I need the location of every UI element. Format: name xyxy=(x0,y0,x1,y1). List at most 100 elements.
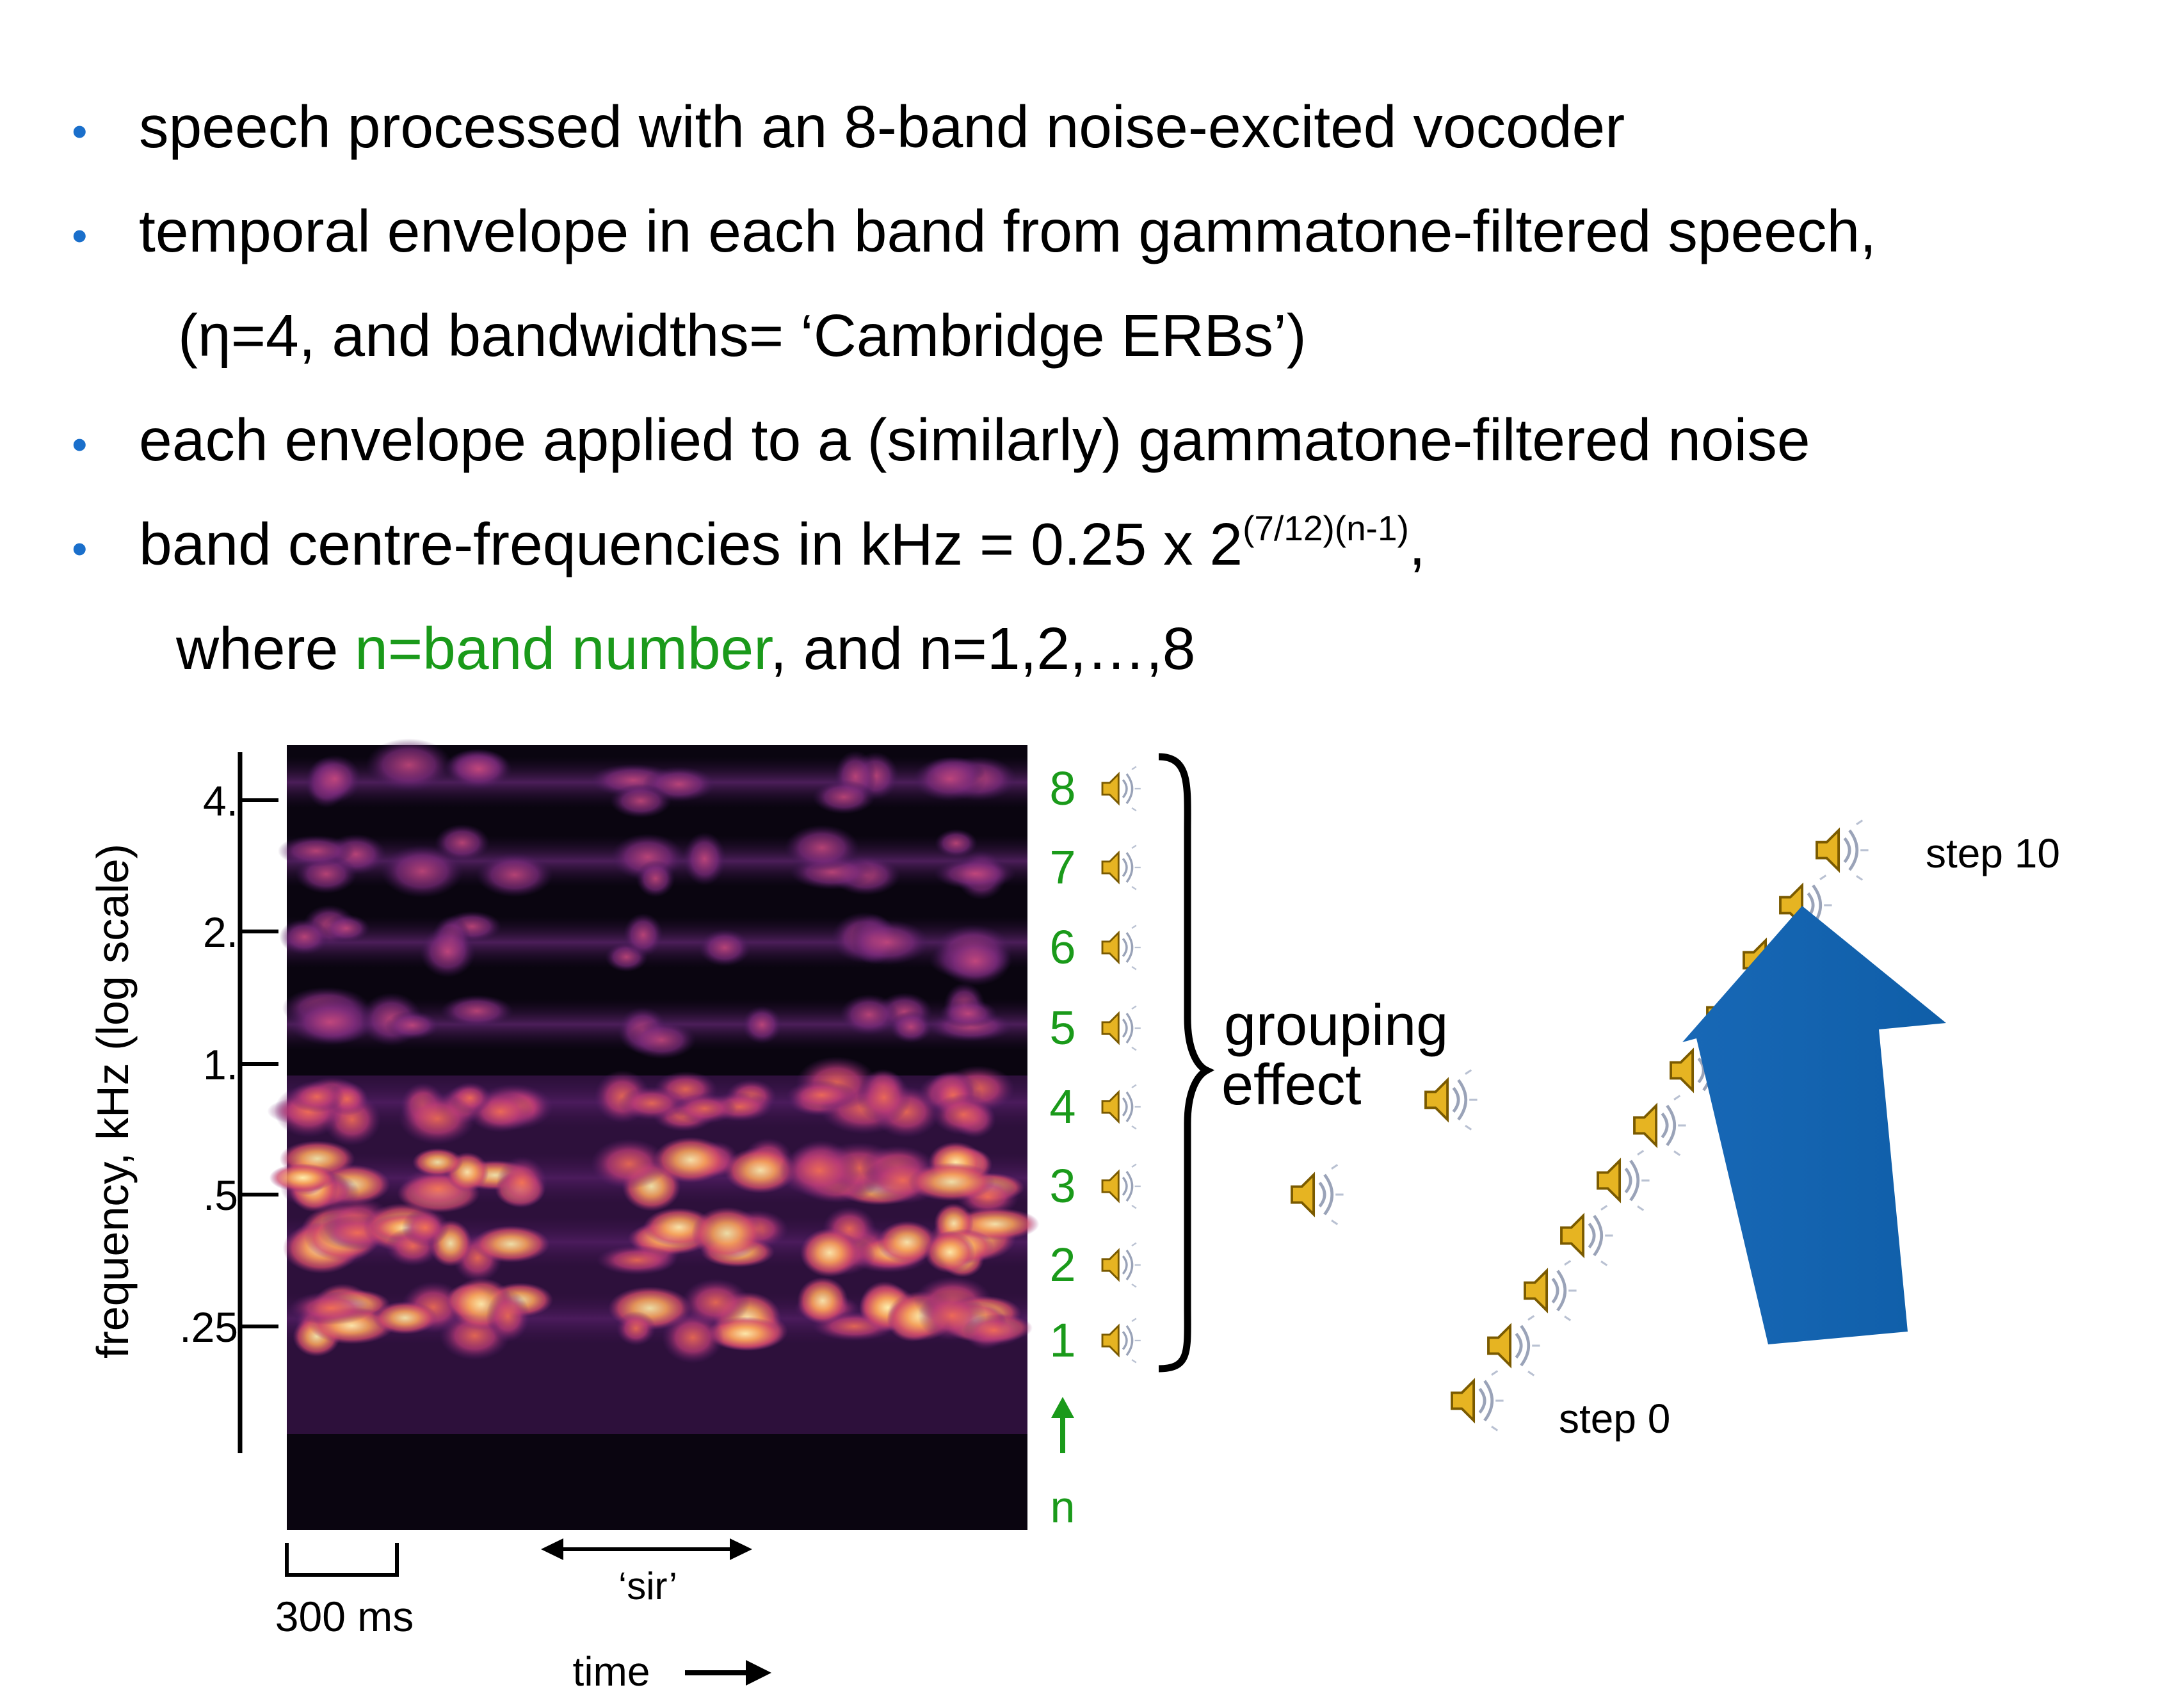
spectrogram-energy-blob xyxy=(673,1093,737,1124)
spectrogram-energy-blob xyxy=(616,1310,656,1346)
spectrogram-energy-blob xyxy=(398,1092,476,1145)
spectrogram-energy-blob xyxy=(940,936,1011,986)
spectrogram-energy-blob xyxy=(373,1301,438,1335)
spectrogram-energy-blob xyxy=(419,925,476,978)
spectrogram-energy-blob xyxy=(682,1278,750,1326)
spectrogram-energy-blob xyxy=(786,1080,857,1110)
spectrogram-energy-blob xyxy=(279,919,330,955)
band-number: 2 xyxy=(1049,1238,1075,1291)
spectrogram-energy-blob xyxy=(289,1291,373,1325)
bullet-marker: • xyxy=(72,106,88,156)
band-row-6: 6 xyxy=(1049,921,1142,974)
speaker-icon[interactable] xyxy=(1292,1165,1344,1225)
band-number: 6 xyxy=(1049,921,1075,974)
spectrogram-energy-blob xyxy=(472,1225,550,1263)
y-tick-label: 4. xyxy=(203,777,238,825)
band-number: 8 xyxy=(1049,762,1075,815)
word-span-arrow: ‘sir’ xyxy=(541,1538,752,1607)
spectrogram-energy-blob xyxy=(627,1020,697,1059)
band-axis: n xyxy=(1051,1397,1075,1532)
spectrogram-energy-blob xyxy=(797,1277,848,1325)
bullet-text: band centre-frequencies in kHz = 0.25 x … xyxy=(139,511,1426,574)
spectrogram-energy-blob xyxy=(366,738,453,792)
spectrogram-energy-blob xyxy=(385,1011,440,1040)
speaker-icon[interactable] xyxy=(1101,1317,1142,1364)
time-arrow: time xyxy=(573,1648,771,1695)
band-row-5: 5 xyxy=(1049,1001,1142,1054)
progression-arrow xyxy=(1682,906,1946,1344)
spectrogram-energy-blob xyxy=(908,1163,995,1202)
spectrogram-energy-blob xyxy=(812,780,876,814)
spectrogram-energy-blob xyxy=(486,1290,530,1342)
band-number: 5 xyxy=(1049,1001,1075,1054)
bullet-text: each envelope applied to a (similarly) g… xyxy=(139,407,1810,473)
spectrogram-energy-blob xyxy=(938,999,997,1029)
spectrogram-energy-blob xyxy=(623,913,663,957)
spectrogram-energy-blob xyxy=(784,825,860,871)
formula-exponent: (7/12)(n-1) xyxy=(1243,508,1409,548)
speaker-icon[interactable] xyxy=(1101,765,1142,812)
band-row-8: 8 xyxy=(1049,762,1142,815)
speaker-icon[interactable] xyxy=(1101,1004,1142,1052)
step-start-label: step 0 xyxy=(1559,1396,1670,1442)
spectrogram-energy-blob xyxy=(913,756,987,802)
spectrogram-energy-blob xyxy=(308,755,362,803)
word-label: ‘sir’ xyxy=(618,1565,677,1607)
speaker-icon[interactable] xyxy=(1101,1083,1142,1131)
spectrogram-energy-blob xyxy=(935,828,978,858)
bullet-continuation-text: where n=band number, and n=1,2,…,8 xyxy=(176,619,1196,679)
speaker-icon[interactable] xyxy=(1101,924,1142,971)
step-speaker-icon[interactable] xyxy=(1452,1371,1504,1431)
step-speaker-icon[interactable] xyxy=(1634,1096,1686,1156)
spectrogram-energy-blob xyxy=(741,1006,782,1044)
spectrogram-energy-blob xyxy=(636,860,675,898)
formula-text: band centre-frequencies in kHz = 0.25 x … xyxy=(139,511,1243,577)
band-row-4: 4 xyxy=(1049,1080,1142,1133)
effect-word: effect xyxy=(1221,1053,1362,1117)
speaker-icon[interactable] xyxy=(1101,844,1142,891)
spectrogram-energy-blob xyxy=(857,1071,911,1124)
bullet-continuation-text: (η=4, and bandwidths= ‘Cambridge ERBs’) xyxy=(178,302,1307,369)
step-speaker-icon[interactable] xyxy=(1488,1316,1540,1376)
spectrogram-energy-blob xyxy=(440,994,514,1027)
bullet-marker: • xyxy=(72,211,88,261)
spectrogram-energy-blob xyxy=(287,999,372,1046)
spectrogram-energy-blob xyxy=(381,844,463,898)
spectrogram-energy-blob xyxy=(932,1093,995,1136)
spectrogram-energy-blob xyxy=(401,1208,449,1247)
spectrogram-energy-blob xyxy=(877,1220,937,1264)
grouping-brace xyxy=(1158,753,1215,1373)
spectrogram-energy-blob xyxy=(683,832,727,886)
spectrogram-energy-blob xyxy=(476,852,553,898)
y-tick-label: .25 xyxy=(179,1303,238,1351)
step-speaker-icon[interactable] xyxy=(1598,1151,1650,1211)
spectrogram-energy-blob xyxy=(596,1245,677,1275)
spectrogram-energy-blob xyxy=(610,784,672,818)
spectrogram-energy-blob xyxy=(653,1136,728,1183)
spectrogram-energy-blob xyxy=(889,1010,933,1043)
band-number: 3 xyxy=(1049,1159,1075,1213)
step-speaker-icon[interactable] xyxy=(1525,1261,1577,1321)
step-speaker-icon[interactable] xyxy=(1561,1206,1613,1266)
band-number: 4 xyxy=(1049,1080,1075,1133)
band-range-text: , and n=1,2,…,8 xyxy=(770,615,1196,682)
grouping-effect-label: grouping effect xyxy=(1221,994,1448,1117)
spectrogram-energy-blob xyxy=(435,824,490,862)
spectrogram-energy-blob xyxy=(779,1144,860,1198)
time-scale-bar: 300 ms xyxy=(275,1543,414,1640)
speaker-icon[interactable] xyxy=(1426,1070,1478,1130)
band-row-1: 1 xyxy=(1049,1314,1142,1367)
bullet-text: temporal envelope in each band from gamm… xyxy=(139,198,1877,264)
step-speaker-icon[interactable] xyxy=(1817,821,1869,880)
speaker-icon[interactable] xyxy=(1101,1163,1142,1210)
spectrogram-energy-blob xyxy=(269,1163,336,1193)
bullet-marker: • xyxy=(72,524,88,574)
spectrogram-energy-blob xyxy=(590,1138,668,1189)
band-row-3: 3 xyxy=(1049,1159,1142,1213)
band-list: 8 7 6 5 4 3 2 1 xyxy=(1049,762,1142,1367)
bullet-text: speech processed with an 8-band noise-ex… xyxy=(139,93,1625,160)
spectrogram-energy-blob xyxy=(839,994,899,1036)
band-row-7: 7 xyxy=(1049,841,1142,894)
speaker-icon[interactable] xyxy=(1101,1241,1142,1289)
